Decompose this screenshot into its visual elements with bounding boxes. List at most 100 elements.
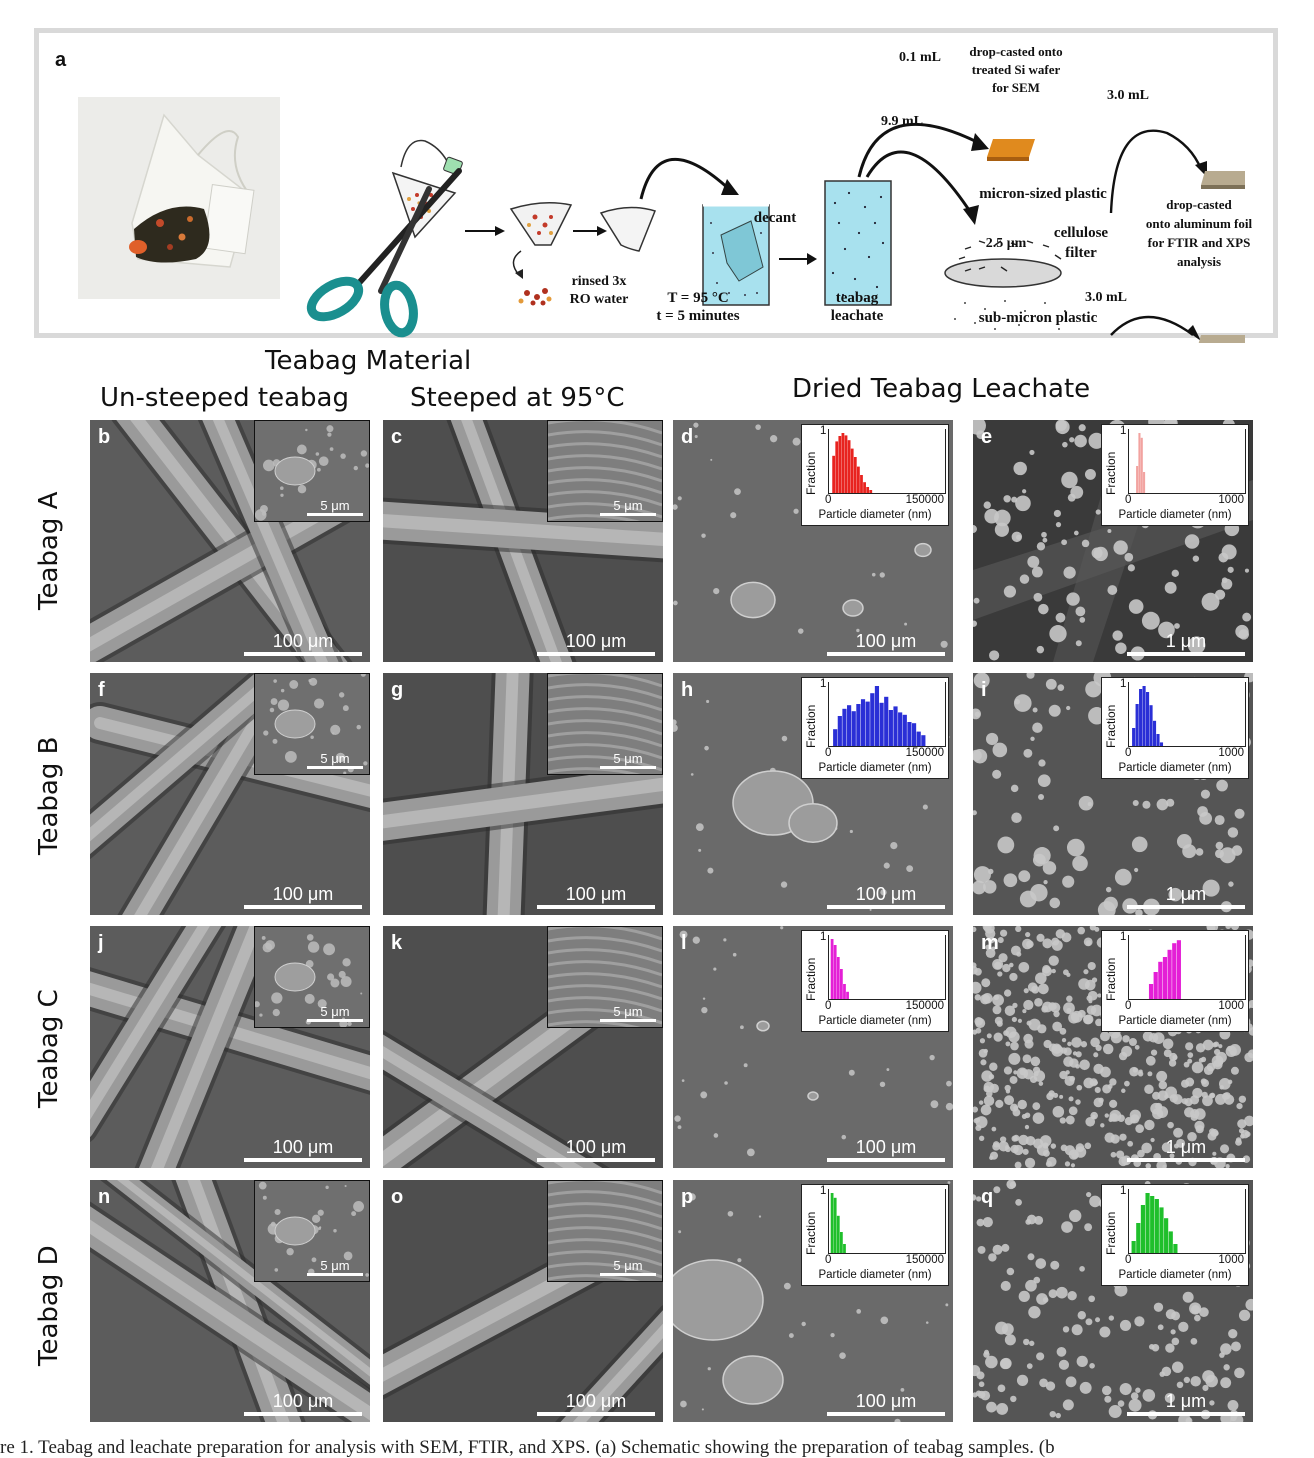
hist-bar — [837, 716, 842, 746]
hist-ytick: 1 — [1120, 425, 1127, 437]
inset-scale-line — [307, 766, 363, 769]
ftir-note-line3: for FTIR and XPS — [1147, 235, 1251, 250]
hist-xtick-end: 1000 — [1218, 494, 1244, 506]
filter-size-label: 2.5 μm — [985, 236, 1027, 251]
sem-note-line3: for SEM — [992, 80, 1040, 95]
scale-line — [827, 1412, 945, 1416]
header-unsteeped: Un-steeped teabag — [100, 383, 349, 413]
hist-bar — [907, 722, 912, 746]
header-material: Teabag Material — [265, 346, 472, 376]
scale-line — [1127, 1412, 1245, 1416]
scale-line — [537, 905, 655, 909]
inset-scale-label: 5 μm — [613, 1258, 643, 1273]
scale-label: 100 μm — [855, 1137, 917, 1157]
hist-bar — [1140, 437, 1143, 493]
inset-scale-bar: 5 μm — [600, 752, 656, 769]
hist-bar — [1154, 1199, 1159, 1253]
scale-label: 100 μm — [565, 631, 627, 651]
inset-scale-bar: 5 μm — [307, 1005, 363, 1022]
inset-scale-label: 5 μm — [613, 1004, 643, 1019]
hist-bar — [921, 735, 926, 746]
header-steeped: Steeped at 95°C — [410, 383, 625, 413]
panel-label: k — [391, 932, 403, 954]
zoom-inset: 5 μm — [254, 1180, 370, 1282]
hist-bar — [839, 1232, 843, 1253]
hist-xtick-start: 0 — [825, 494, 832, 506]
panel-label: c — [391, 426, 403, 448]
hist-bar — [856, 704, 861, 746]
inset-scale-bar: 5 μm — [307, 499, 363, 516]
scale-bar: 100 μm — [244, 1137, 362, 1162]
hist-xlabel: Particle diameter (nm) — [1118, 1269, 1232, 1281]
hist-bar — [1135, 704, 1139, 746]
hist-ylabel: Fraction — [1104, 957, 1118, 1001]
scale-bar: 100 μm — [827, 631, 945, 656]
hist-bar — [833, 945, 837, 999]
filter-label: cellulose filter — [1041, 223, 1121, 263]
scale-label: 100 μm — [855, 631, 917, 651]
hist-bar — [1131, 1241, 1136, 1253]
hist-plot-area — [1128, 1189, 1246, 1254]
figure-caption: re 1. Teabag and leachate preparation fo… — [0, 1437, 1055, 1458]
hist-bar — [1164, 1218, 1169, 1253]
hist-xtick-start: 0 — [1125, 494, 1132, 506]
schematic-panel: a — [34, 28, 1278, 343]
scale-label: 100 μm — [565, 1391, 627, 1411]
hist-bar — [893, 706, 898, 746]
hist-ytick: 1 — [820, 425, 827, 437]
hist-bar — [836, 957, 840, 999]
hist-bar — [1132, 728, 1136, 746]
inset-scale-label: 5 μm — [613, 751, 643, 766]
scale-line — [244, 1412, 362, 1416]
hist-xlabel: Particle diameter (nm) — [818, 509, 932, 521]
hist-bar — [1176, 940, 1181, 999]
row-label-c: Teabag C — [34, 989, 64, 1108]
hist-bar — [1162, 957, 1168, 999]
zoom-inset: 5 μm — [547, 673, 663, 775]
submicron-label: sub-micron plastic — [978, 310, 1098, 326]
scale-line — [827, 905, 945, 909]
rinse-label: rinsed 3x RO water — [559, 273, 639, 309]
hist-ylabel: Fraction — [1104, 1211, 1118, 1255]
scale-bar: 100 μm — [827, 1391, 945, 1416]
hist-bar — [1173, 1244, 1178, 1253]
inset-scale-line — [307, 1273, 363, 1276]
hist-xlabel: Particle diameter (nm) — [1118, 1015, 1232, 1027]
scale-line — [1127, 1158, 1245, 1162]
hist-plot-area — [1128, 429, 1246, 494]
filter-line2: filter — [1065, 245, 1097, 261]
scale-label: 100 μm — [855, 884, 917, 904]
hist-plot-area — [828, 935, 946, 1000]
hist-bar — [1158, 961, 1163, 999]
hist-bar — [833, 729, 838, 746]
panel-label: e — [981, 426, 993, 448]
hist-bar — [1136, 1223, 1141, 1253]
hist-bar — [853, 457, 857, 493]
inset-scale-label: 5 μm — [320, 1004, 350, 1019]
sem-image — [90, 420, 370, 662]
hist-bar — [843, 1244, 846, 1253]
panel-label: p — [681, 1186, 694, 1208]
hist-ylabel: Fraction — [804, 1211, 818, 1255]
hist-bar — [902, 714, 907, 746]
hist-xtick-end: 1000 — [1218, 747, 1244, 759]
hist-bar — [851, 711, 856, 746]
hist-xlabel: Particle diameter (nm) — [818, 762, 932, 774]
ftir-note: drop-casted onto aluminum foil for FTIR … — [1129, 195, 1269, 271]
scale-label: 100 μm — [272, 1391, 334, 1411]
hist-xtick-start: 0 — [1125, 1254, 1132, 1266]
hist-svg — [830, 1193, 846, 1253]
hist-xtick-end: 1000 — [1218, 1000, 1244, 1012]
panel-label: h — [681, 679, 694, 701]
hist-bar — [841, 433, 845, 493]
scale-bar: 100 μm — [827, 884, 945, 909]
